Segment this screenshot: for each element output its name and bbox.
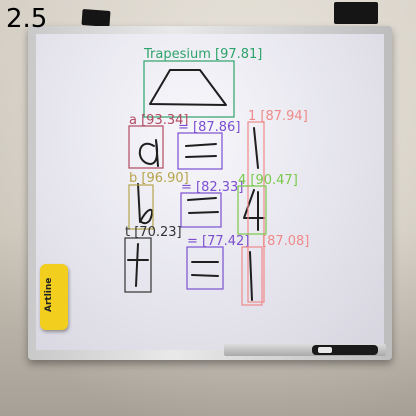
bbox-equals-2 [180, 192, 222, 228]
equals-1 [185, 143, 217, 158]
char-b [137, 183, 154, 225]
label-digit-4: 4 [90.47] [238, 173, 298, 188]
label-b: b [96.90] [129, 171, 189, 186]
trapezoid-drawing [149, 69, 227, 106]
equals-2 [187, 197, 219, 214]
bbox-a [128, 125, 164, 169]
bbox-trapesium [143, 60, 235, 118]
char-t [127, 243, 149, 287]
whiteboard-eraser [40, 264, 68, 330]
label-a: a [93.34] [129, 113, 188, 128]
bbox-equals-3 [186, 246, 224, 290]
handwriting [127, 69, 265, 301]
label-trapesium: Trapesium [97.81] [143, 47, 262, 62]
tape-right [334, 2, 378, 24]
digit-4 [243, 189, 265, 231]
label-equals-2: = [82.33] [181, 180, 243, 195]
marker-pen [312, 345, 378, 355]
bbox-equals-1 [177, 132, 223, 170]
whiteboard-surface [36, 34, 384, 350]
bbox-b [128, 184, 154, 230]
char-a [139, 139, 159, 167]
label-equals-3: = [77.42] [187, 234, 249, 249]
label-t: t [70.23] [125, 225, 182, 240]
bbox-t [124, 237, 152, 293]
label-equals-1: = [87.86] [178, 120, 240, 135]
equals-3 [191, 261, 219, 277]
bbox-digit-4 [237, 185, 267, 235]
label-digit-1: 1 [87.94] [248, 109, 308, 124]
frame-label: 2.5 [6, 4, 48, 34]
digit-1-a [253, 127, 259, 169]
bbox-digit-1 [247, 121, 265, 303]
digit-1-b [249, 251, 253, 301]
bbox-digit-1-b [241, 246, 263, 306]
label-digit-1-b: [87.08] [262, 234, 309, 249]
